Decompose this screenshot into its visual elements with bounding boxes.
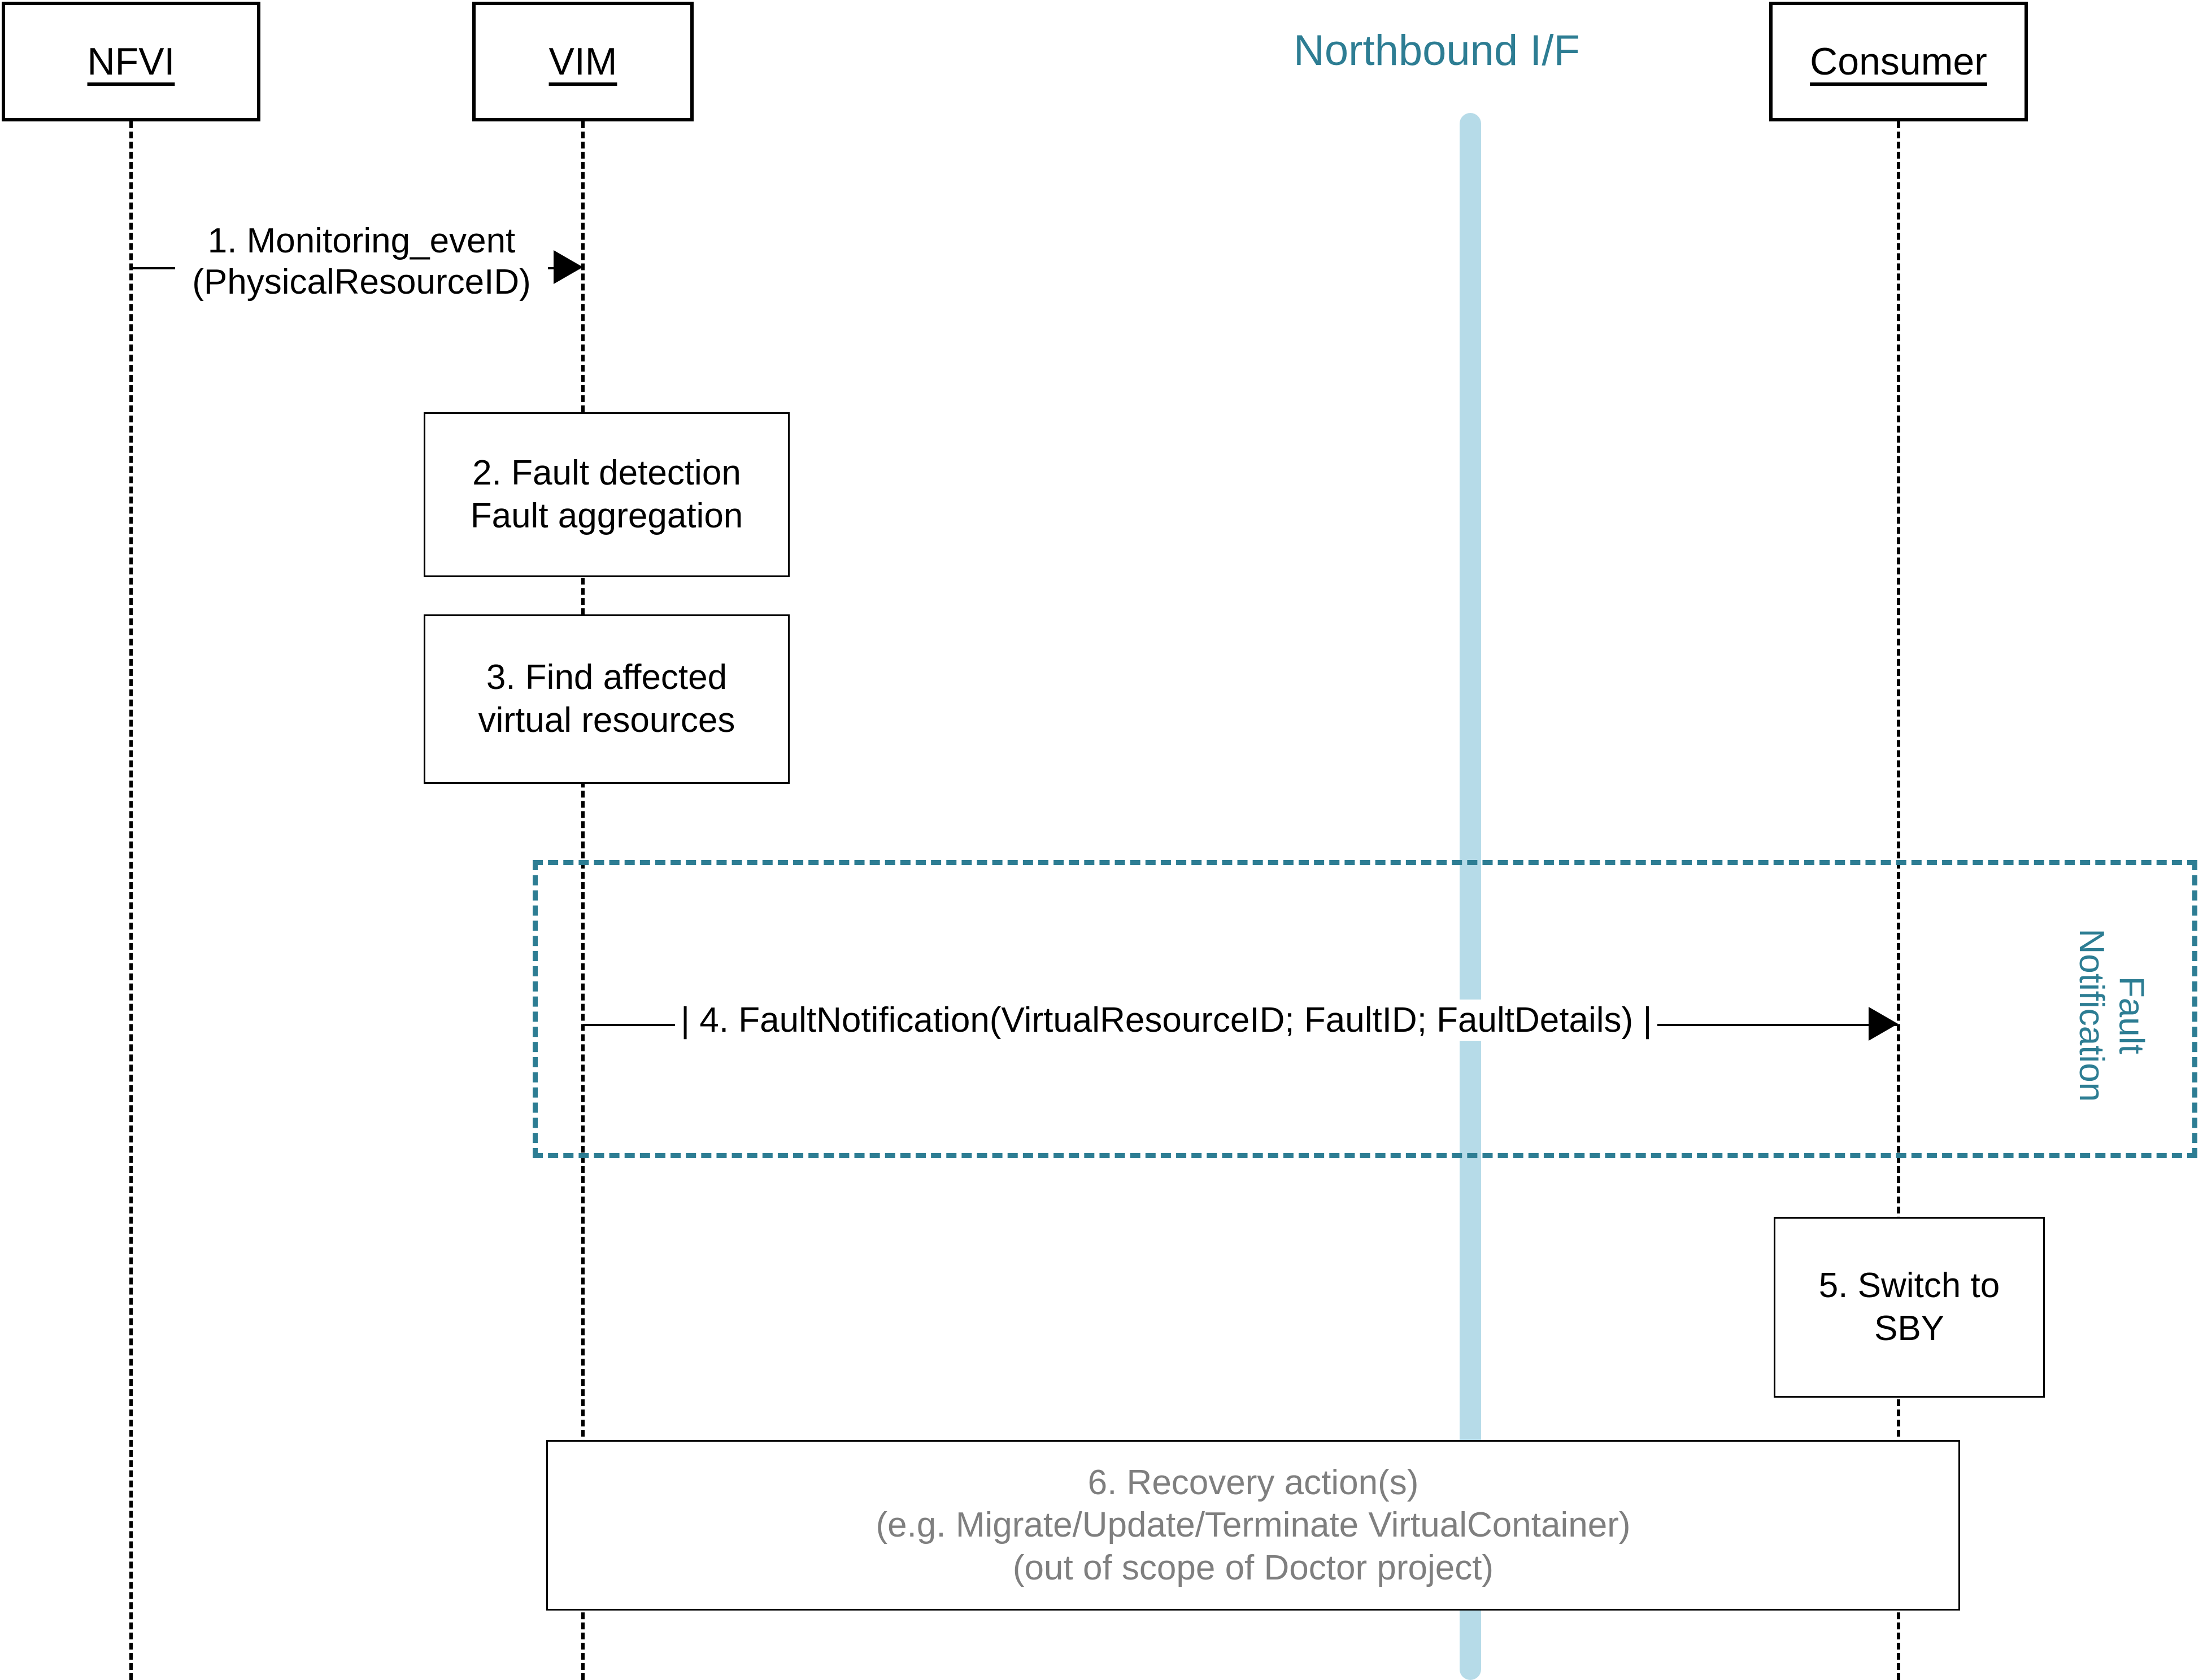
lifeline-label-vim: VIM (548, 40, 617, 83)
process-box-step5-line2: SBY (1874, 1309, 1945, 1348)
process-box-step6-line2: (e.g. Migrate/Update/Terminate VirtualCo… (876, 1506, 1631, 1545)
lifeline-dash-consumer (1897, 121, 1900, 1680)
message-label-4-line1: | 4. FaultNotification(VirtualResourceID… (681, 1001, 1652, 1040)
lifeline-head-consumer[interactable]: Consumer (1769, 2, 2028, 121)
process-box-step5-line1: 5. Switch to (1818, 1266, 2000, 1306)
lifeline-dash-nfvi (129, 121, 133, 1680)
process-box-step6[interactable]: 6. Recovery action(s) (e.g. Migrate/Upda… (546, 1440, 1960, 1611)
process-box-step2-line1: 2. Fault detection (472, 453, 741, 493)
northbound-interface-title: Northbound I/F (1294, 27, 1580, 75)
process-box-step2[interactable]: 2. Fault detection Fault aggregation (424, 412, 790, 577)
fragment-title-fault-notification-line2: Notification (2072, 928, 2111, 1102)
lifeline-head-vim[interactable]: VIM (472, 2, 694, 121)
message-arrowhead-4 (1869, 1007, 1898, 1041)
process-box-step6-line1: 6. Recovery action(s) (1087, 1463, 1419, 1502)
message-label-4: | 4. FaultNotification(VirtualResourceID… (675, 1000, 1658, 1041)
process-box-step3-line2: virtual resources (478, 701, 735, 740)
message-label-1-line2: (PhysicalResourceID) (192, 263, 531, 302)
lifeline-dash-vim (581, 121, 585, 1680)
message-label-1: 1. Monitoring_event (PhysicalResourceID) (175, 220, 548, 303)
lifeline-label-consumer: Consumer (1810, 40, 1987, 83)
message-arrowhead-1 (554, 250, 583, 284)
lifeline-head-nfvi[interactable]: NFVI (2, 2, 260, 121)
process-box-step5[interactable]: 5. Switch to SBY (1774, 1217, 2045, 1398)
process-box-step2-line2: Fault aggregation (470, 496, 743, 535)
process-box-step3[interactable]: 3. Find affected virtual resources (424, 614, 790, 784)
message-label-1-line1: 1. Monitoring_event (207, 221, 516, 260)
northbound-interface-bar (1460, 113, 1481, 1680)
process-box-step3-line1: 3. Find affected (486, 658, 728, 697)
process-box-step6-line3: (out of scope of Doctor project) (1012, 1548, 1494, 1587)
fragment-title-fault-notification-line1: Fault (2111, 976, 2151, 1054)
lifeline-label-nfvi: NFVI (87, 40, 175, 83)
